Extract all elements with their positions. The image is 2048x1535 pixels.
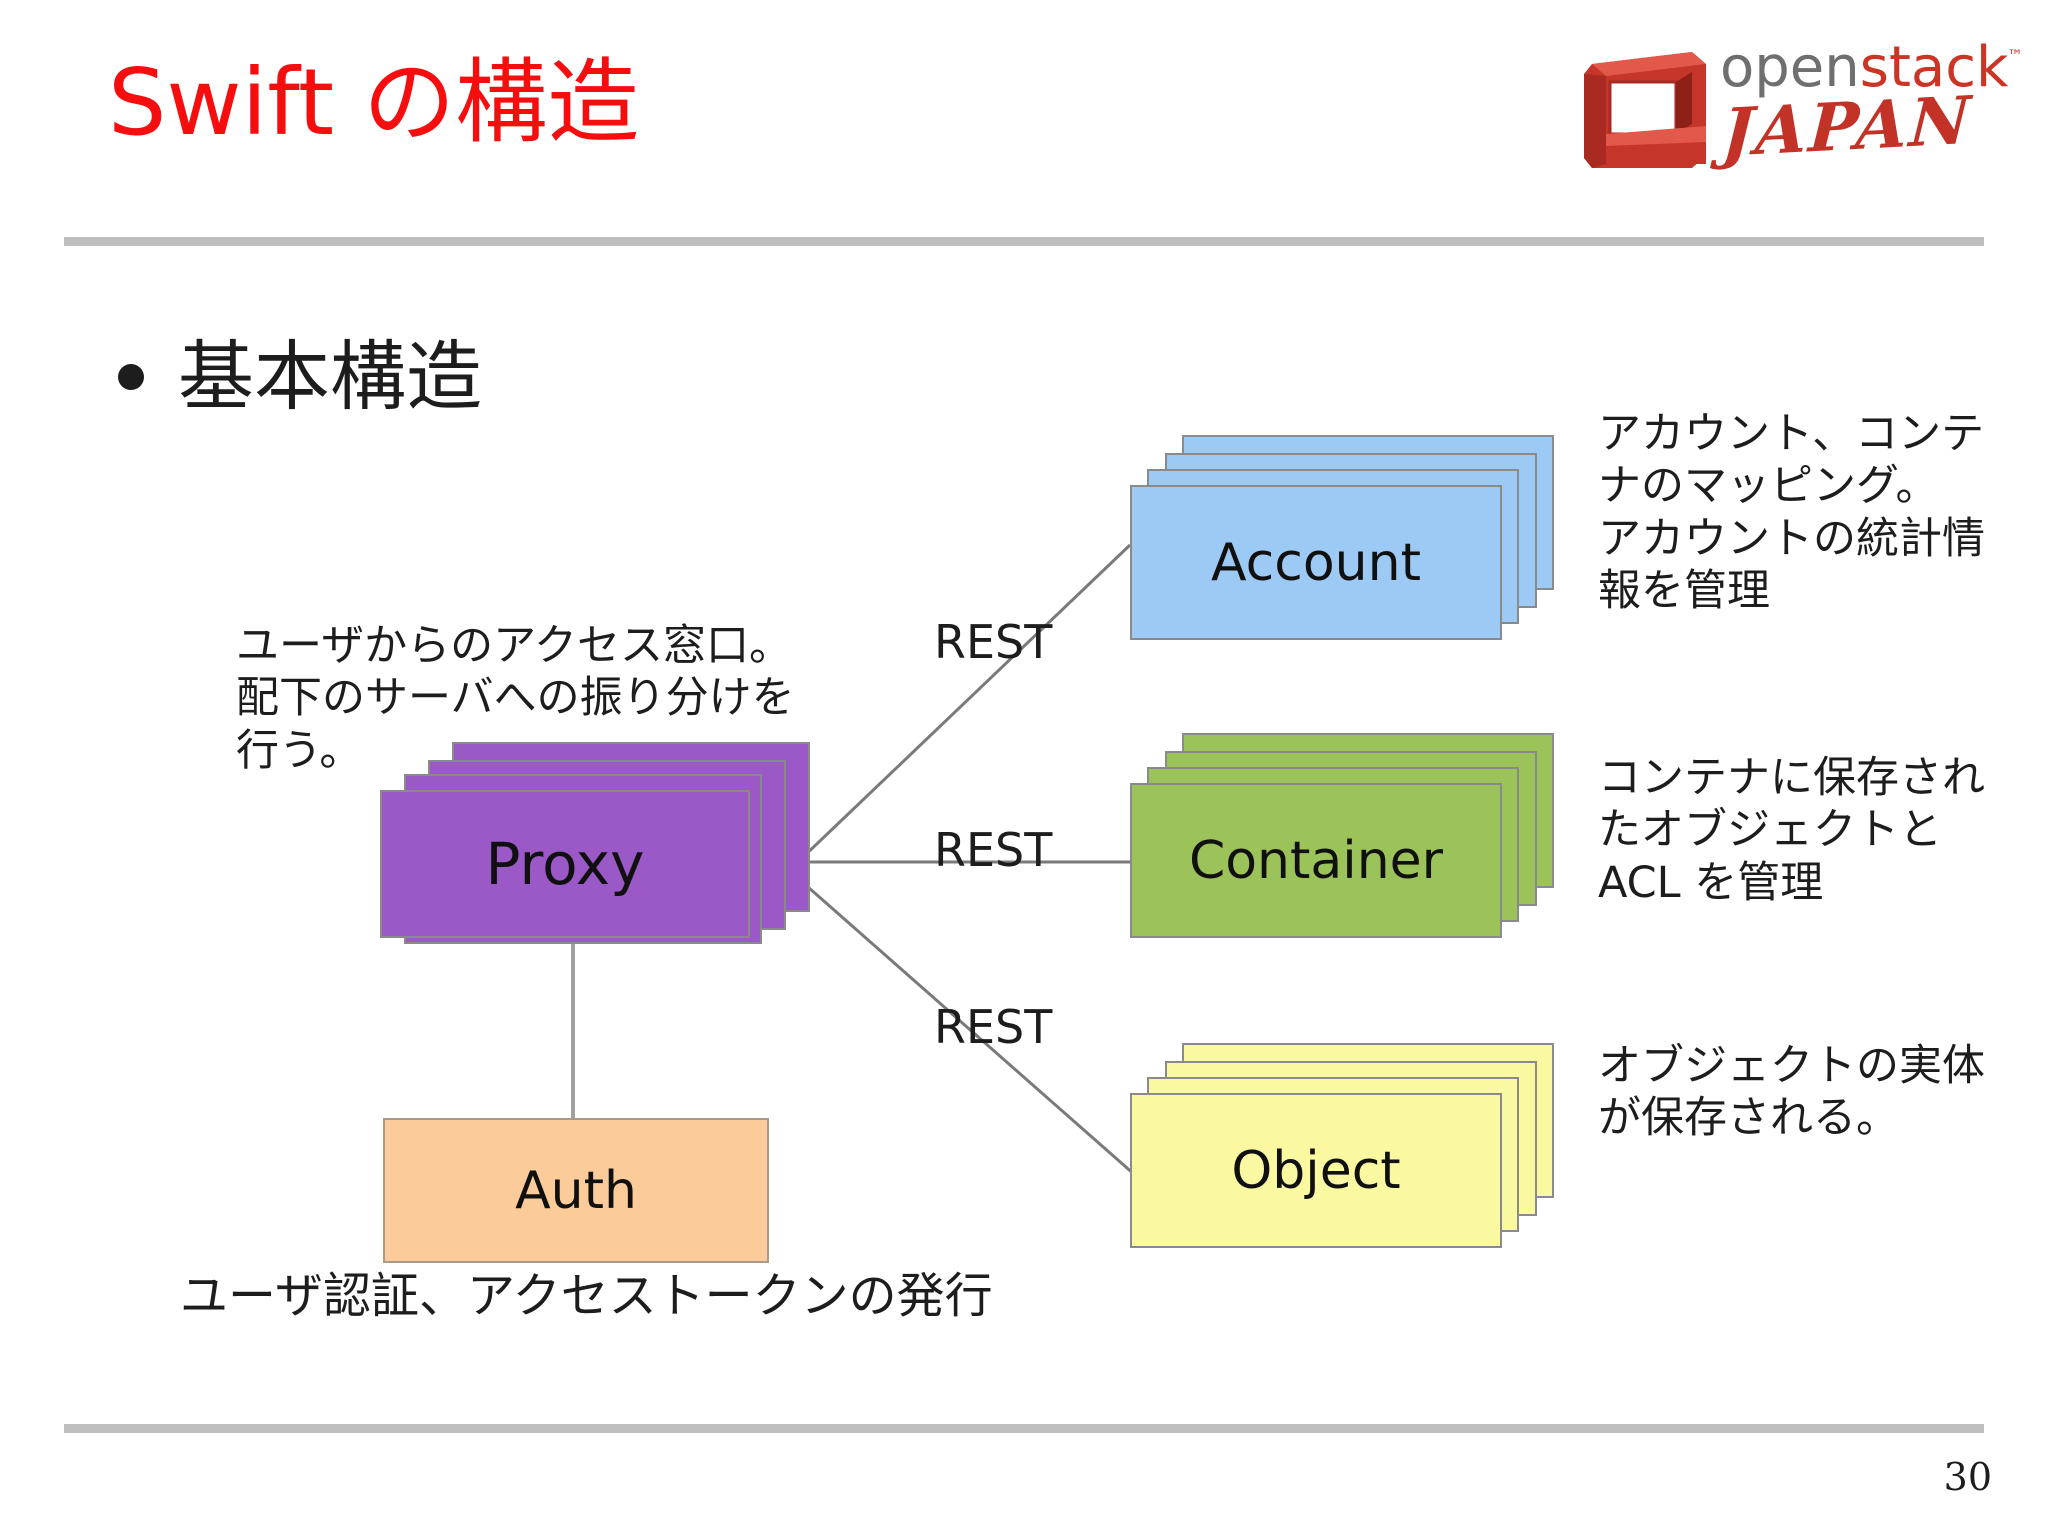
auth-description: ユーザ認証、アクセストークンの発行: [180, 1268, 993, 1324]
node-proxy[interactable]: Proxy: [380, 742, 810, 944]
account-sheet-1: [1130, 485, 1502, 640]
edge-proxy-object: [799, 878, 1136, 1177]
header-divider: [64, 237, 1984, 246]
logo-open-text: open: [1720, 35, 1860, 100]
edge-label-rest-container: REST: [934, 823, 1053, 877]
proxy-sheet-1: [380, 790, 750, 938]
container-sheet-1: [1130, 783, 1502, 938]
node-container-label: Container: [1188, 830, 1444, 891]
edge-label-rest-object: REST: [934, 1000, 1053, 1054]
node-object-label: Object: [1231, 1140, 1401, 1201]
openstack-japan-logo: openstack ™ JAPAN: [1580, 14, 2030, 174]
node-account[interactable]: Account: [1130, 435, 1570, 650]
logo-stack-text: stack: [1859, 35, 2009, 100]
account-description: アカウント、コンテ ナのマッピング。 アカウントの統計情 報を管理: [1598, 409, 1985, 617]
node-account-label: Account: [1211, 532, 1421, 593]
node-proxy-label: Proxy: [485, 830, 645, 898]
object-description: オブジェクトの実体 が保存される。: [1598, 1041, 1985, 1144]
node-auth-label: Auth: [515, 1160, 637, 1221]
page-number: 30: [1943, 1455, 1992, 1499]
object-sheet-1: [1130, 1093, 1502, 1248]
container-description: コンテナに保存され たオブジェクトと ACL を管理: [1598, 753, 1985, 908]
auth-sheet-1: [383, 1118, 769, 1263]
trademark-symbol: ™: [2007, 46, 2023, 65]
edge-proxy-account: [798, 543, 1132, 862]
bullet-dot-icon: [118, 363, 144, 390]
openstack-word-row: openstack: [1720, 40, 2008, 96]
openstack-bracket-icon: [1584, 52, 1706, 168]
node-container[interactable]: Container: [1130, 733, 1570, 948]
bullet-item: 基本構造: [118, 335, 482, 419]
footer-divider: [64, 1424, 1984, 1433]
node-auth[interactable]: Auth: [383, 1118, 773, 1266]
bullet-label: 基本構造: [178, 332, 482, 421]
proxy-description: ユーザからのアクセス窓口。 配下のサーバへの振り分けを 行う。: [236, 621, 795, 776]
openstack-wordmark: openstack ™ JAPAN: [1720, 40, 2030, 175]
page-title: Swift の構造: [108, 49, 640, 156]
node-object[interactable]: Object: [1130, 1043, 1570, 1258]
edge-label-rest-account: REST: [934, 615, 1053, 669]
